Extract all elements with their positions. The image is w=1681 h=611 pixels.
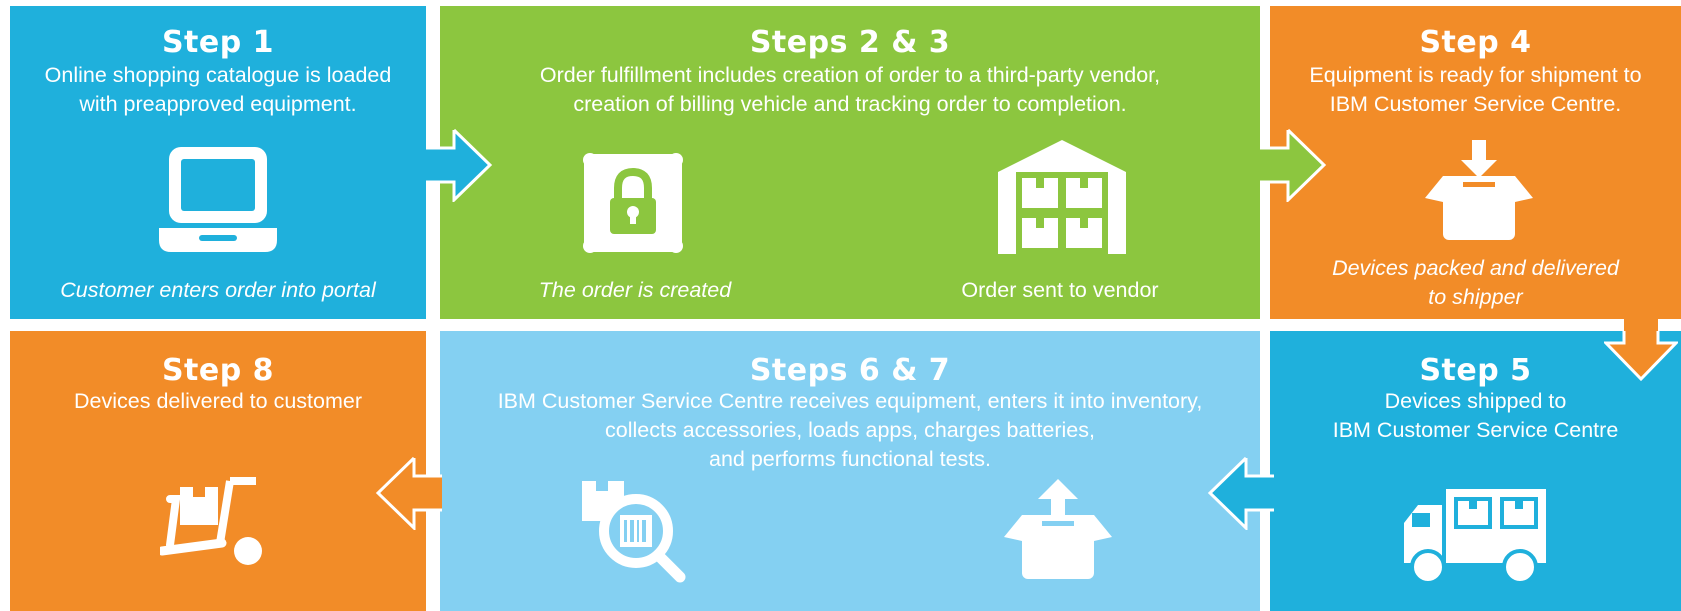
steps-2-3-left-caption: The order is created — [538, 278, 732, 302]
arrow-step3-to-step4 — [1260, 128, 1327, 202]
warehouse-icon — [998, 140, 1126, 254]
arrow-step1-to-step2 — [426, 128, 493, 202]
step-4-title: Step 4 — [1419, 25, 1532, 60]
step-8-description: Devices delivered to customer — [74, 389, 362, 413]
step-1-caption: Customer enters order into portal — [60, 278, 376, 302]
steps-6-7-panel: Steps 6 & 7 IBM Customer Service Centre … — [440, 331, 1260, 611]
step-5-panel: Step 5 Devices shipped to IBM Customer S… — [1270, 331, 1681, 611]
step-1-panel: Step 1 Online shopping catalogue is load… — [10, 6, 426, 319]
step-8-panel: Step 8 Devices delivered to customer — [10, 331, 426, 611]
step-1-title: Step 1 — [161, 25, 275, 60]
step-4-description: Equipment is ready for shipment to IBM C… — [1309, 63, 1642, 116]
arrow-step4-to-step5 — [1604, 319, 1678, 382]
steps-2-3-right-caption: Order sent to vendor — [961, 278, 1159, 302]
steps-2-3-description: Order fulfillment includes creation of o… — [539, 63, 1161, 116]
step-4-caption: Devices packed and delivered to shipper — [1332, 256, 1619, 309]
steps-2-3-title: Steps 2 & 3 — [749, 25, 951, 60]
steps-6-7-description: IBM Customer Service Centre receives equ… — [497, 389, 1203, 471]
box-out-icon — [1004, 479, 1112, 579]
hand-truck-icon — [160, 477, 262, 565]
step-4-panel: Step 4 Equipment is ready for shipment t… — [1270, 6, 1681, 319]
arrow-step7-to-step8 — [375, 456, 442, 530]
steps-6-7-title: Steps 6 & 7 — [749, 353, 951, 388]
arrow-step5-to-step6 — [1207, 456, 1274, 530]
step-5-title: Step 5 — [1419, 353, 1532, 388]
laptop-icon — [159, 147, 277, 252]
step-5-description: Devices shipped to IBM Customer Service … — [1332, 389, 1619, 442]
box-in-icon — [1425, 140, 1533, 240]
step-8-title: Step 8 — [161, 353, 275, 388]
lock-icon — [583, 153, 683, 253]
steps-2-3-panel: Steps 2 & 3 Order fulfillment includes c… — [440, 6, 1260, 319]
truck-icon — [1404, 489, 1546, 585]
barcode-scan-icon — [582, 481, 686, 583]
step-1-description: Online shopping catalogue is loaded with… — [44, 63, 392, 116]
